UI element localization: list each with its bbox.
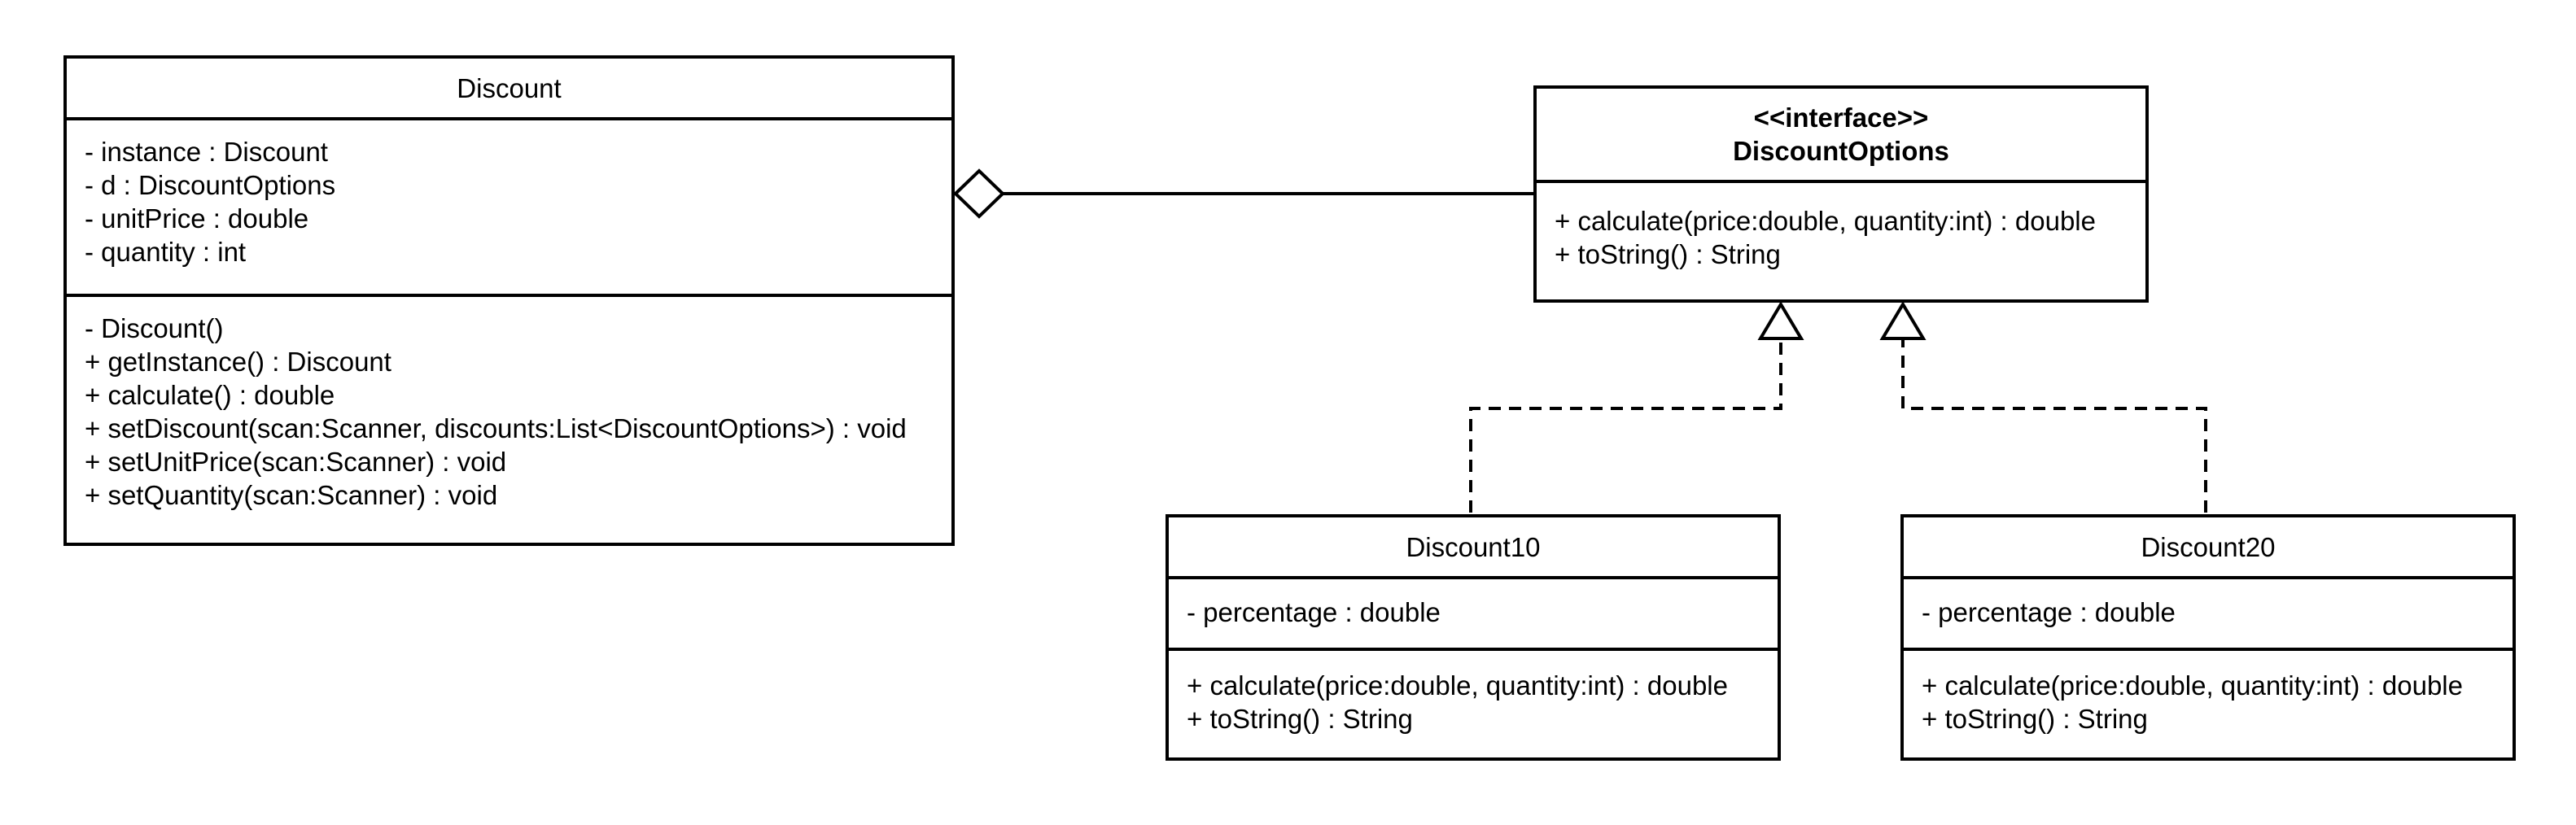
class-discount10-attributes: - percentage : double	[1169, 576, 1778, 648]
attribute-percentage: - percentage : double	[1187, 597, 1441, 627]
class-discount-name: Discount	[457, 72, 562, 103]
realization-line-discount10[interactable]	[1469, 338, 1782, 513]
operation-to-string: + toString() : String	[1187, 704, 1413, 734]
operation-to-string: + toString() : String	[1555, 239, 1781, 269]
interface-discount-options-operations: + calculate(price:double, quantity:int) …	[1537, 180, 2145, 299]
operation-set-unit-price: + setUnitPrice(scan:Scanner) : void	[85, 447, 507, 477]
realization-arrowhead-discount10[interactable]	[1757, 301, 1804, 340]
operation-get-instance: + getInstance() : Discount	[85, 347, 391, 377]
class-discount10-header: Discount10	[1169, 517, 1778, 576]
operation-calculate: + calculate() : double	[85, 380, 335, 410]
realization-arrowhead-discount20[interactable]	[1879, 301, 1927, 340]
class-discount20-header: Discount20	[1904, 517, 2513, 576]
attribute-d: - d : DiscountOptions	[85, 170, 336, 200]
attribute-quantity: - quantity : int	[85, 237, 247, 267]
interface-discount-options-header: <<interface>> DiscountOptions	[1537, 89, 2145, 180]
interface-discount-options[interactable]: <<interface>> DiscountOptions + calculat…	[1533, 85, 2149, 303]
interface-discount-options-name: DiscountOptions	[1733, 136, 1949, 166]
attribute-instance: - instance : Discount	[85, 137, 328, 167]
class-discount-attributes: - instance : Discount - d : DiscountOpti…	[67, 117, 951, 294]
interface-stereotype: <<interface>>	[1753, 103, 1929, 133]
class-discount10-operations: + calculate(price:double, quantity:int) …	[1169, 648, 1778, 757]
operation-set-quantity: + setQuantity(scan:Scanner) : void	[85, 480, 498, 510]
realization-line-discount20[interactable]	[1901, 338, 2207, 513]
class-discount-header: Discount	[67, 59, 951, 117]
class-discount[interactable]: Discount - instance : Discount - d : Dis…	[63, 55, 955, 546]
attribute-percentage: - percentage : double	[1922, 597, 2176, 627]
operation-calculate: + calculate(price:double, quantity:int) …	[1187, 670, 1728, 701]
class-discount20-attributes: - percentage : double	[1904, 576, 2513, 648]
operation-to-string: + toString() : String	[1922, 704, 2148, 734]
class-discount10[interactable]: Discount10 - percentage : double + calcu…	[1166, 514, 1781, 761]
class-discount20[interactable]: Discount20 - percentage : double + calcu…	[1900, 514, 2516, 761]
operation-constructor: - Discount()	[85, 313, 224, 343]
operation-set-discount: + setDiscount(scan:Scanner, discounts:Li…	[85, 413, 907, 443]
operation-calculate: + calculate(price:double, quantity:int) …	[1555, 206, 2096, 236]
class-discount10-name: Discount10	[1406, 531, 1541, 562]
attribute-unit-price: - unitPrice : double	[85, 203, 309, 234]
operation-calculate: + calculate(price:double, quantity:int) …	[1922, 670, 2463, 701]
class-discount20-operations: + calculate(price:double, quantity:int) …	[1904, 648, 2513, 757]
class-discount-operations: - Discount() + getInstance() : Discount …	[67, 294, 951, 543]
class-discount20-name: Discount20	[2141, 531, 2276, 562]
aggregation-diamond[interactable]	[953, 168, 1005, 219]
